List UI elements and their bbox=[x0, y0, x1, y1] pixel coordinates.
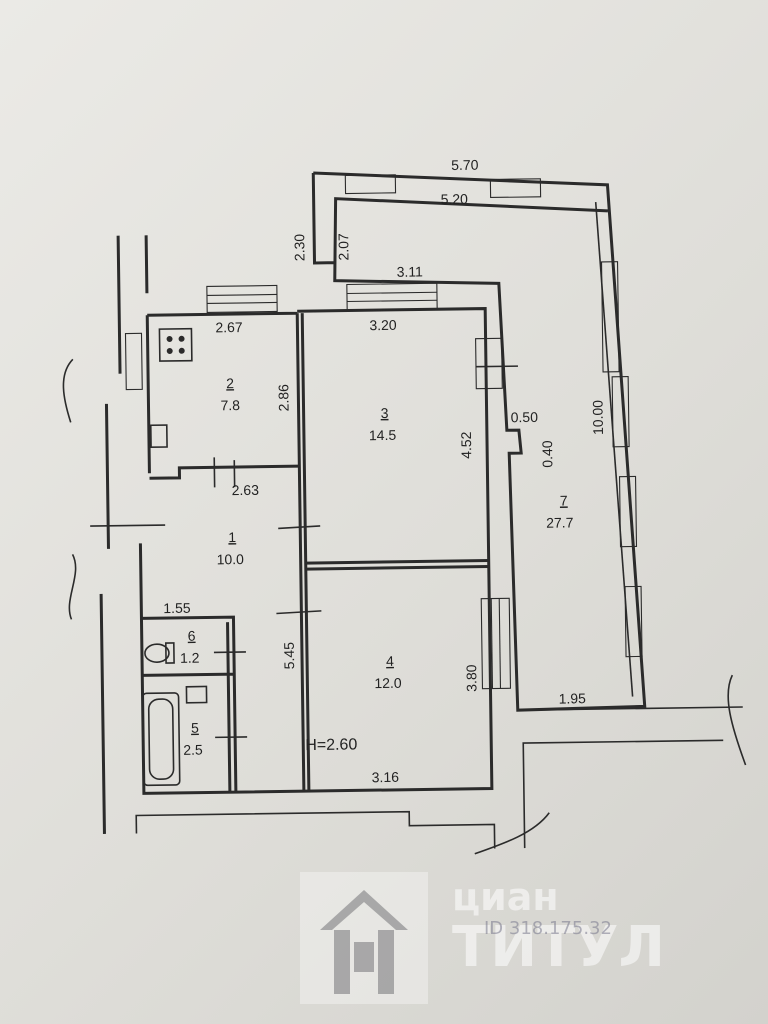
boiler-icon bbox=[185, 685, 208, 704]
dim-balcony-outer-top: 5.70 bbox=[451, 157, 479, 173]
balcony-wall bbox=[311, 171, 647, 712]
room-2-label: 2 7.8 bbox=[220, 375, 240, 413]
partition-center bbox=[295, 313, 311, 792]
windows bbox=[124, 174, 643, 690]
watermark: циан ТИТУЛ ID 318.175.32 bbox=[300, 872, 665, 1004]
dim-kitchen-top: 2.67 bbox=[215, 319, 243, 335]
dim-room3-height: 4.52 bbox=[458, 431, 474, 459]
watermark-brand-bottom: ТИТУЛ bbox=[452, 915, 665, 980]
svg-text:4: 4 bbox=[386, 653, 394, 669]
room-6-label: 6 1.2 bbox=[180, 628, 200, 666]
svg-text:12.0: 12.0 bbox=[374, 675, 402, 691]
dim-hall-height: 5.45 bbox=[281, 642, 297, 670]
dim-balcony-right: 10.00 bbox=[589, 400, 605, 435]
svg-text:1: 1 bbox=[228, 529, 236, 545]
dim-balcony-outer-left: 2.30 bbox=[291, 234, 307, 262]
bottom-outer-wall bbox=[135, 706, 743, 849]
svg-text:2.5: 2.5 bbox=[183, 742, 203, 758]
room-7-label: 7 27.7 bbox=[546, 492, 574, 530]
dim-room3-top: 3.20 bbox=[369, 317, 397, 333]
dim-balcony-step-w: 0.50 bbox=[511, 409, 539, 425]
room-3-label: 3 14.5 bbox=[369, 405, 397, 443]
svg-text:5: 5 bbox=[191, 720, 199, 736]
partition-room3-room4 bbox=[305, 559, 489, 571]
dim-kitchen-bottom: 2.63 bbox=[232, 482, 260, 498]
bathtub-icon bbox=[141, 692, 181, 787]
room-1-label: 1 10.0 bbox=[217, 529, 245, 567]
watermark-id: ID 318.175.32 bbox=[484, 918, 612, 939]
toilet-icon bbox=[144, 642, 175, 664]
door-marks bbox=[90, 365, 518, 739]
entrance-curves bbox=[62, 358, 747, 855]
svg-text:27.7: 27.7 bbox=[546, 514, 574, 530]
dim-room4-height: 3.80 bbox=[463, 664, 479, 692]
svg-text:6: 6 bbox=[188, 628, 196, 644]
dim-kitchen-height: 2.86 bbox=[275, 384, 291, 412]
svg-text:10.0: 10.0 bbox=[217, 551, 245, 567]
svg-text:2: 2 bbox=[226, 375, 234, 391]
dim-bath-width: 1.55 bbox=[163, 600, 191, 616]
partition-kitchen-hall bbox=[149, 464, 300, 480]
room-4-label: 4 12.0 bbox=[374, 653, 402, 691]
sink-icon bbox=[149, 424, 168, 449]
house-logo-icon bbox=[320, 890, 408, 994]
dim-balcony-step-h: 0.40 bbox=[539, 440, 555, 468]
watermark-brand-top: циан bbox=[452, 875, 559, 919]
stove-icon bbox=[158, 327, 193, 362]
svg-text:7: 7 bbox=[560, 492, 568, 508]
svg-text:1.2: 1.2 bbox=[180, 650, 200, 666]
dim-room4-bottom: 3.16 bbox=[372, 769, 400, 785]
dim-balcony-end: 1.95 bbox=[559, 690, 587, 706]
dim-balcony-inner-top: 5.20 bbox=[441, 191, 469, 207]
left-outer-wall bbox=[99, 235, 149, 834]
svg-text:7.8: 7.8 bbox=[220, 397, 240, 413]
svg-text:3: 3 bbox=[381, 405, 389, 421]
dim-balcony-bottom: 3.11 bbox=[397, 263, 424, 279]
dim-balcony-inner-left: 2.07 bbox=[335, 233, 351, 261]
partition-bath bbox=[141, 615, 238, 793]
ceiling-height-label: H=2.60 bbox=[305, 736, 357, 754]
room-5-label: 5 2.5 bbox=[183, 720, 203, 758]
svg-text:14.5: 14.5 bbox=[369, 427, 397, 443]
